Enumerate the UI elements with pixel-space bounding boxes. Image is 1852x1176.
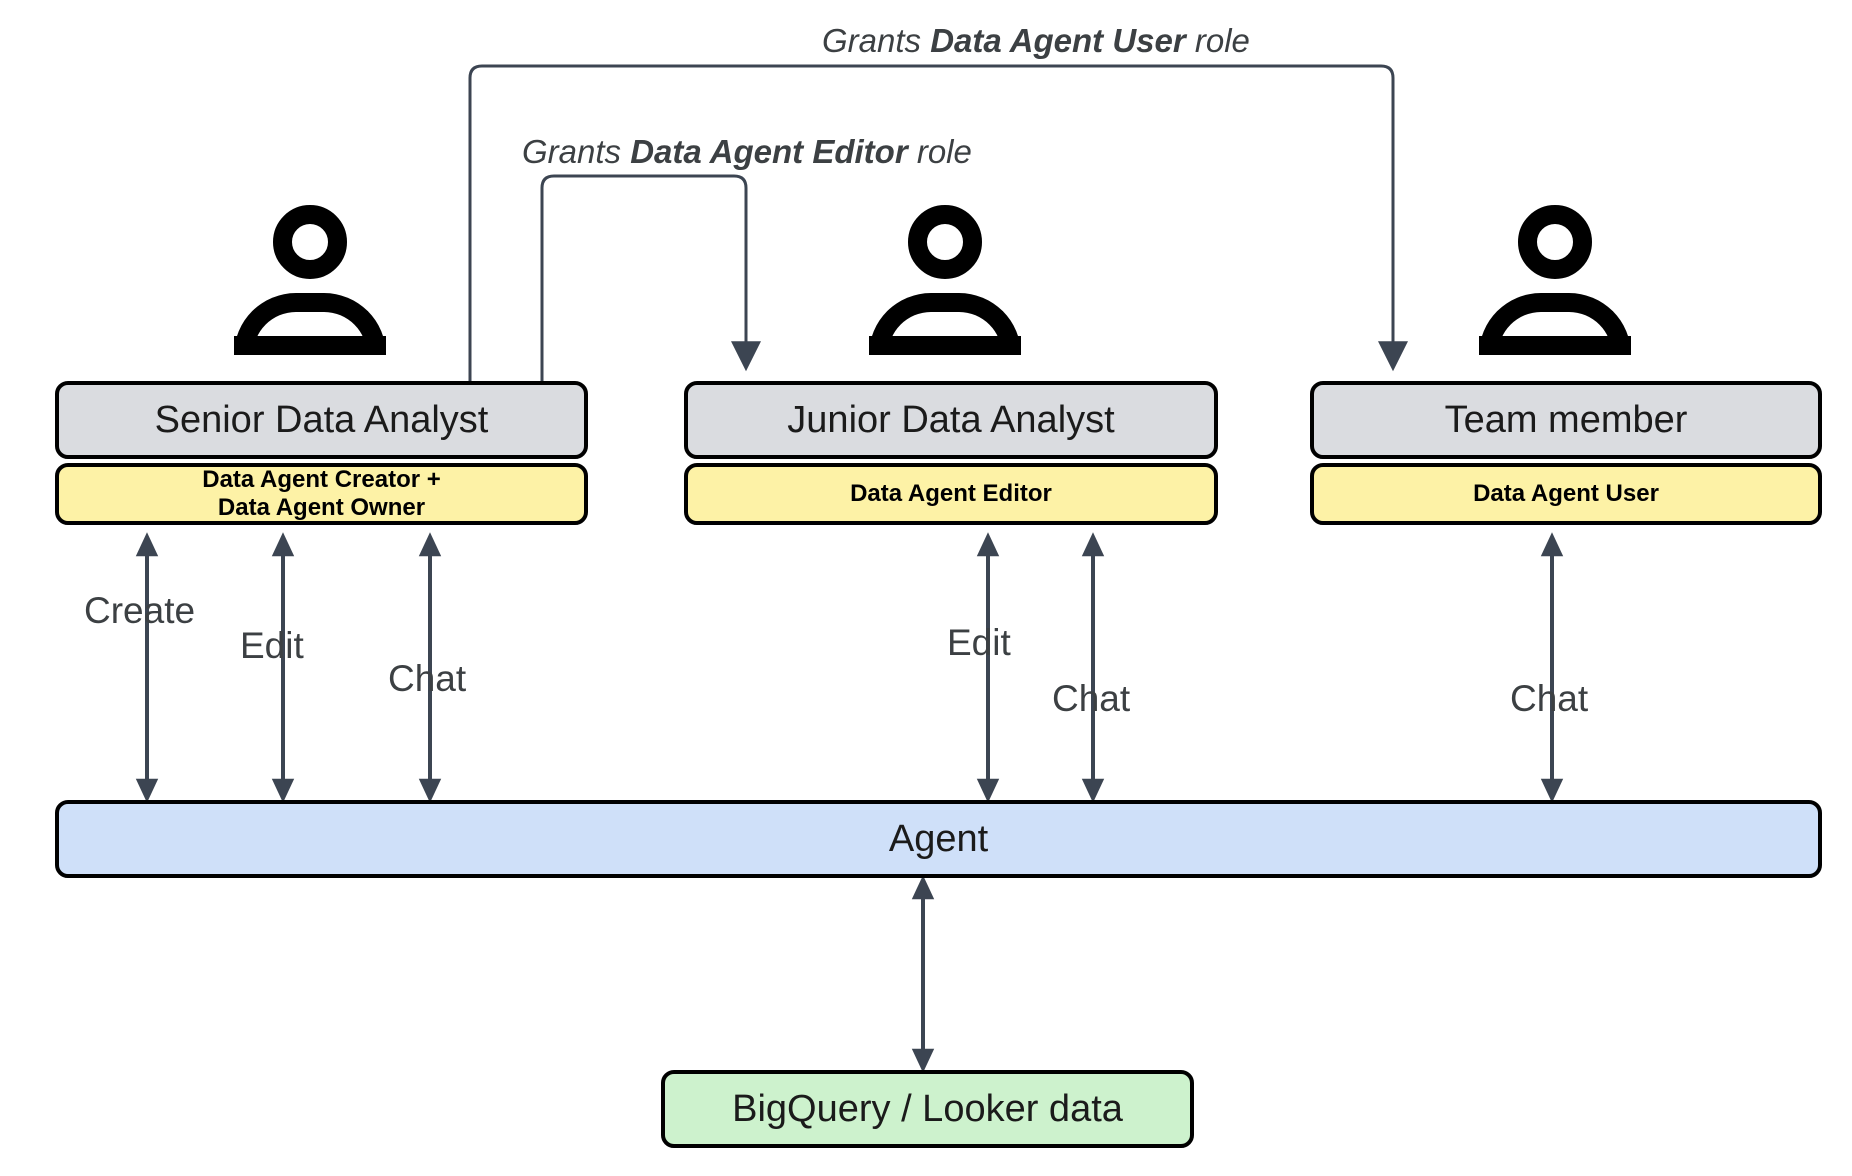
flow-label-chat-team: Chat <box>1510 678 1589 719</box>
person-head-icon <box>273 205 347 279</box>
persona-permission-junior-data-analyst: Data Agent Editor <box>684 463 1218 525</box>
person-base-icon <box>1479 336 1631 355</box>
agent-bar: Agent <box>55 800 1822 878</box>
persona-permission-team-member: Data Agent User <box>1310 463 1822 525</box>
person-icon-senior-data-analyst <box>230 205 390 355</box>
person-base-icon <box>869 336 1021 355</box>
grant-user-suffix: role <box>1185 22 1250 59</box>
flow-label-chat-junior: Chat <box>1052 678 1131 719</box>
persona-permission-senior-data-analyst: Data Agent Creator + Data Agent Owner <box>55 463 588 525</box>
flow-label-edit-junior: Edit <box>947 622 1011 663</box>
person-icon-junior-data-analyst <box>865 205 1025 355</box>
persona-title-team-member: Team member <box>1310 381 1822 459</box>
grant-user-role: Data Agent User <box>930 22 1186 59</box>
person-icon-team-member <box>1475 205 1635 355</box>
person-base-icon <box>234 336 386 355</box>
grant-editor-suffix: role <box>907 133 972 170</box>
persona-title-junior-data-analyst: Junior Data Analyst <box>684 381 1218 459</box>
grant-editor-role: Data Agent Editor <box>630 133 908 170</box>
flow-label-create: Create <box>84 590 196 631</box>
connector-grants-data-agent-editor <box>540 174 761 384</box>
grant-label-data-agent-user: Grants Data Agent User role <box>822 22 1250 60</box>
grant-editor-prefix: Grants <box>522 133 631 170</box>
permission-line-2: Data Agent Owner <box>217 494 426 521</box>
permission-line-1: Data Agent Creator + <box>202 465 441 493</box>
flow-label-chat-senior: Chat <box>388 658 467 699</box>
grant-user-prefix: Grants <box>822 22 931 59</box>
datasource-box: BigQuery / Looker data <box>661 1070 1194 1148</box>
grant-label-data-agent-editor: Grants Data Agent Editor role <box>522 133 972 171</box>
person-head-icon <box>1518 205 1592 279</box>
persona-title-senior-data-analyst: Senior Data Analyst <box>55 381 588 459</box>
flow-label-edit-senior: Edit <box>240 625 304 666</box>
person-head-icon <box>908 205 982 279</box>
